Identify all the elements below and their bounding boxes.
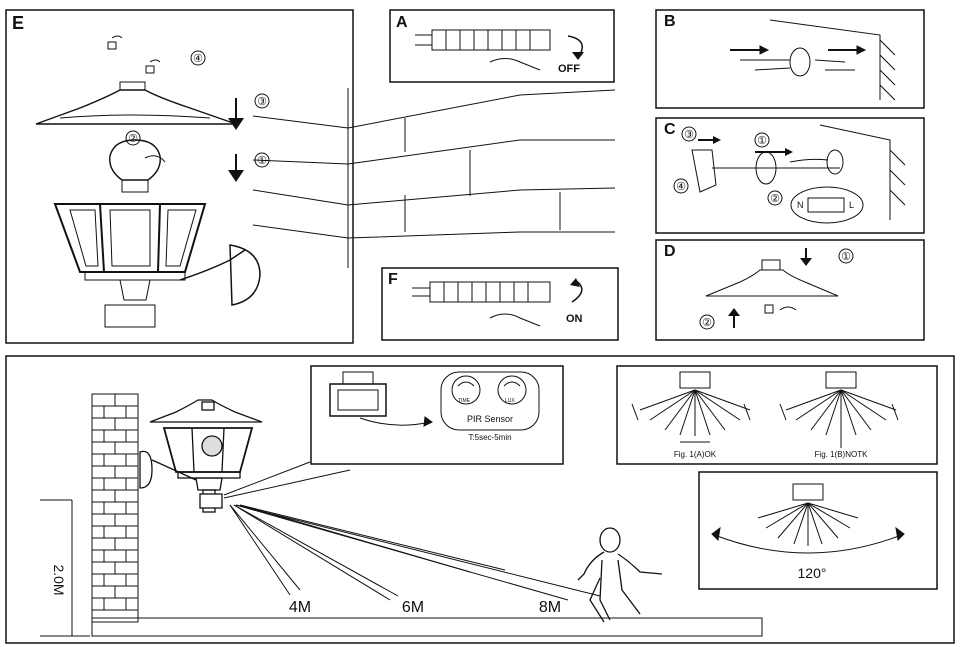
detection-beams (223, 461, 601, 601)
step-4-text: ④ (193, 53, 203, 65)
mounting-plate-icon (730, 19, 896, 101)
angle-panel: 120° (698, 471, 938, 590)
terminal-block-icon (415, 29, 551, 71)
step-2-text: ② (702, 317, 712, 329)
brick-wall (91, 393, 763, 637)
lux-dial-label: LUX (505, 398, 515, 404)
pir-sensor-label: PIR Sensor (467, 414, 513, 424)
fig-a-label: Fig. 1(A)OK (674, 450, 717, 459)
time-dial-label: TIME (458, 398, 471, 404)
distance-8m-label: 8M (539, 599, 561, 616)
wall-lantern (139, 399, 263, 513)
sensor-coverage-icon (711, 483, 905, 554)
distance-6m-label: 6M (402, 599, 424, 616)
panel-c-label: C (664, 121, 676, 138)
sensor-notok-icon (779, 371, 899, 448)
wall-sketch (252, 88, 616, 268)
panel-f: F ON (381, 267, 619, 341)
person-icon (577, 527, 663, 623)
panel-f-label: F (388, 271, 398, 288)
wiring-icon (691, 124, 906, 224)
pir-sensor-dial-face (440, 371, 540, 431)
panel-d: D ① ② (655, 239, 925, 341)
step-1-text: ① (757, 135, 767, 147)
step-3-text: ③ (257, 96, 267, 108)
step-4-text: ④ (676, 181, 686, 193)
sensor-module-icon (329, 371, 433, 427)
step-1-text: ① (257, 155, 267, 167)
panel-c: C ③ ① ④ ② N L (655, 117, 925, 234)
step-3-text: ③ (684, 129, 694, 141)
terminal-l-label: L (849, 200, 854, 210)
step-2-text: ② (128, 133, 138, 145)
panel-b-label: B (664, 13, 676, 30)
step-2-badge (125, 130, 141, 146)
distance-4m-label: 4M (289, 599, 311, 616)
sensor-panel: TIME LUX PIR Sensor T:5sec-5min (310, 365, 564, 465)
panel-b: B (655, 9, 925, 109)
switch-on-text: ON (566, 313, 583, 325)
angle-label: 120° (798, 565, 827, 581)
lantern-body (53, 203, 261, 328)
screw-icon (107, 35, 161, 74)
lantern-roof (35, 81, 237, 125)
panel-e-label: E (12, 13, 24, 33)
terminal-block-icon (412, 281, 551, 327)
step-1-text: ① (841, 251, 851, 263)
fig-b-label: Fig. 1(B)NOTK (815, 450, 869, 459)
height-scale (40, 499, 90, 637)
panel-d-label: D (664, 243, 676, 260)
step-3-badge (254, 93, 270, 109)
sensor-ok-icon (631, 371, 751, 443)
step-2-text: ② (770, 193, 780, 205)
orientation-panel: Fig. 1(A)OK Fig. 1(B)NOTK (616, 365, 938, 465)
arrow-down-icon (228, 98, 244, 130)
bottom-section-frame (5, 355, 955, 644)
terminal-n-label: N (797, 200, 804, 210)
panel-a: A OFF (389, 9, 615, 83)
arrow-down-icon (228, 154, 244, 182)
height-label: 2.0M (51, 564, 67, 595)
step-4-badge (190, 50, 206, 66)
panel-a-label: A (396, 14, 408, 31)
panel-e: E ④ ③ ② (5, 9, 616, 344)
lantern-cap-icon (705, 259, 839, 314)
bulb-icon (109, 139, 166, 193)
time-range-label: T:5sec-5min (468, 433, 511, 442)
switch-off-text: OFF (558, 63, 580, 75)
